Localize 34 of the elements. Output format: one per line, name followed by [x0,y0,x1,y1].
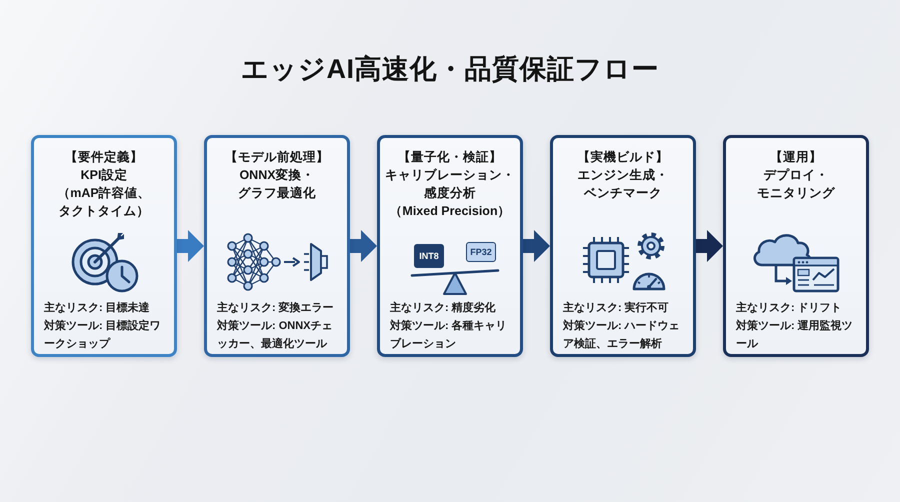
stage-label: 【要件定義】 [65,149,143,166]
stage-title: KPI設定 [80,167,128,184]
page-title: エッジAI高速化・品質保証フロー [241,53,659,86]
flow-arrow [523,230,550,262]
risk-note: 対策ツール: ハードウェア検証、エラー解析 [563,318,681,352]
risk-note: 主なリスク: 変換エラー [217,300,335,316]
stage-title: （mAP許容値、タクトタイム） [56,185,152,220]
stage-title: ONNX変換・グラフ最適化 [237,167,317,202]
stage-label: 【運用】 [770,149,822,166]
risk-note: 主なリスク: 目標未達 [44,300,151,316]
precision-tag: INT8 [414,244,444,268]
stage-title: デプロイ・モニタリング [756,167,836,202]
precision-tag: FP32 [466,242,496,262]
flow-arrow [177,230,204,262]
stage-card [723,135,869,357]
stage-title: キャリブレーション・感度分析 [384,167,516,202]
flow-arrow [350,230,377,262]
stage-label: 【実機ビルド】 [578,149,668,166]
risk-note: 主なリスク: 精度劣化 [390,300,497,316]
risk-note: 対策ツール: ONNXチェッカー、最適化ツール [217,318,334,352]
stage-label: 【量子化・検証】 [398,149,502,166]
risk-note: 主なリスク: 実行不可 [563,300,670,316]
stage-card [31,135,177,357]
stage-card [377,135,523,357]
stage-title: （Mixed Precision） [389,203,511,220]
risk-note: 対策ツール: 目標設定ワークショップ [44,318,162,352]
risk-note: 対策ツール: 運用監視ツール [736,318,854,352]
stage-label: 【モデル前処理】 [225,149,329,166]
stage-title: エンジン生成・ベンチマーク [576,167,670,202]
risk-note: 対策ツール: 各種キャリブレーション [390,318,508,352]
flow-arrow [696,230,723,262]
risk-note: 主なリスク: ドリフト [736,300,843,316]
stage-card [550,135,696,357]
stage-card [204,135,350,357]
